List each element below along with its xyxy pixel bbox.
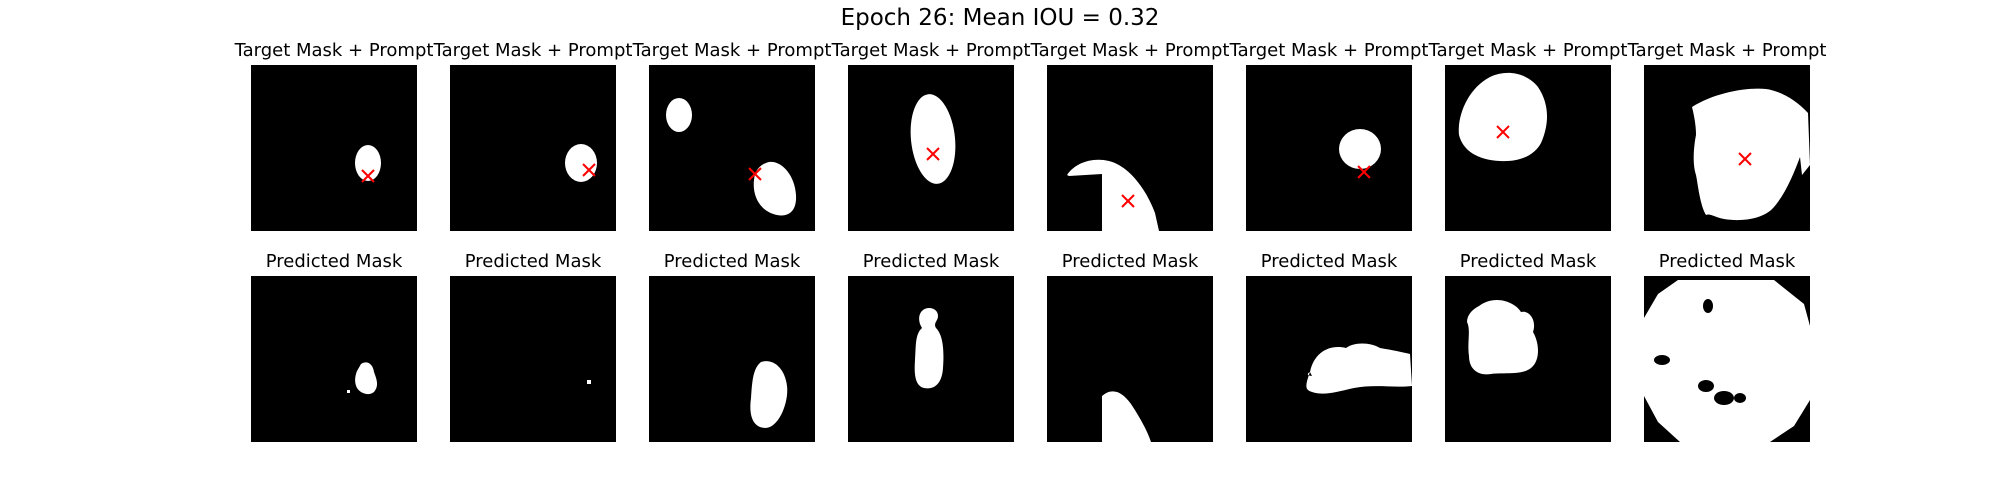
predicted-mask-image-1 [347,362,378,395]
target-mask-image-5 [1067,159,1159,231]
target-mask-shape [666,98,692,132]
predicted-mask-panel-1 [251,276,417,442]
predicted-mask-image-5 [1102,391,1151,442]
target-mask-image-6 [1339,129,1381,179]
panel-title-pred-4: Predicted Mask [862,251,1000,272]
predicted-mask-image-2 [587,380,591,384]
target-mask-shape [1067,159,1159,231]
target-mask-shape [1458,72,1548,162]
panel-title-pred-3: Predicted Mask [663,251,801,272]
predicted-mask-image-3 [750,361,788,428]
predicted-mask-image-4 [914,308,944,389]
target-mask-panel-2 [450,65,616,231]
target-mask-image-3 [666,98,797,216]
target-mask-image-1 [355,145,381,183]
target-mask-panel-8 [1644,65,1810,231]
target-mask-image-2 [565,144,597,182]
predicted-mask-hole [1703,299,1713,313]
panel-title-target-4: Target Mask + Prompt [831,40,1031,61]
predicted-mask-shape [1306,343,1412,394]
prompt-x-icon [748,167,762,181]
panel-title-pred-8: Predicted Mask [1658,251,1796,272]
panel-title-target-5: Target Mask + Prompt [1030,40,1230,61]
predicted-mask-hole [1698,380,1714,392]
figure-title: Epoch 26: Mean IOU = 0.32 [840,5,1160,31]
prompt-x-icon [582,163,596,177]
predicted-mask-speck [347,390,350,393]
predicted-mask-panel-6 [1246,276,1412,442]
target-mask-shape [565,144,597,182]
predicted-mask-panel-4 [848,276,1014,442]
predicted-mask-shape [355,362,378,395]
target-mask-shape [753,161,797,216]
predicted-mask-panel-2 [450,276,616,442]
predicted-mask-shape [1102,391,1151,442]
target-mask-panel-5 [1047,65,1213,231]
predicted-mask-panel-3 [649,276,815,442]
target-mask-panel-1 [251,65,417,231]
target-mask-image-8 [1692,88,1810,221]
target-mask-shape [1339,129,1381,169]
panel-title-target-8: Target Mask + Prompt [1627,40,1827,61]
target-mask-panel-7 [1445,65,1611,231]
predicted-mask-shape [750,361,788,428]
prompt-x-icon [1357,165,1371,179]
prompt-x-icon [361,169,375,183]
predicted-mask-image-7 [1467,299,1538,375]
target-mask-image-4 [910,94,956,184]
predicted-mask-shape [1644,280,1810,442]
panel-title-pred-7: Predicted Mask [1459,251,1597,272]
panel-title-pred-5: Predicted Mask [1061,251,1199,272]
prompt-x-icon [926,147,940,161]
panel-title-pred-1: Predicted Mask [265,251,403,272]
target-mask-image-7 [1458,72,1548,162]
predicted-mask-panel-7 [1445,276,1611,442]
predicted-mask-hole [1734,393,1746,403]
panel-title-target-1: Target Mask + Prompt [234,40,434,61]
prompt-x-icon [1738,152,1752,166]
predicted-mask-panel-8 [1644,276,1810,442]
predicted-mask-speck [587,380,591,384]
predicted-mask-hole [1714,391,1734,405]
target-mask-shape [910,94,956,184]
predicted-mask-shape [1467,299,1538,375]
target-mask-panel-4 [848,65,1014,231]
target-mask-panel-3 [649,65,815,231]
panel-title-pred-2: Predicted Mask [464,251,602,272]
predicted-mask-hole [1654,355,1670,365]
target-mask-shape [355,145,381,181]
predicted-mask-image-6 [1306,343,1412,394]
panel-title-target-2: Target Mask + Prompt [433,40,633,61]
predicted-mask-image-8 [1644,280,1810,442]
predicted-mask-panel-5 [1047,276,1213,442]
panel-title-pred-6: Predicted Mask [1260,251,1398,272]
prompt-x-icon [1121,194,1135,208]
panel-title-target-3: Target Mask + Prompt [632,40,832,61]
panel-title-target-7: Target Mask + Prompt [1428,40,1628,61]
prompt-x-icon [1496,125,1510,139]
predicted-mask-shape [914,308,944,389]
target-mask-panel-6 [1246,65,1412,231]
panel-title-target-6: Target Mask + Prompt [1229,40,1429,61]
